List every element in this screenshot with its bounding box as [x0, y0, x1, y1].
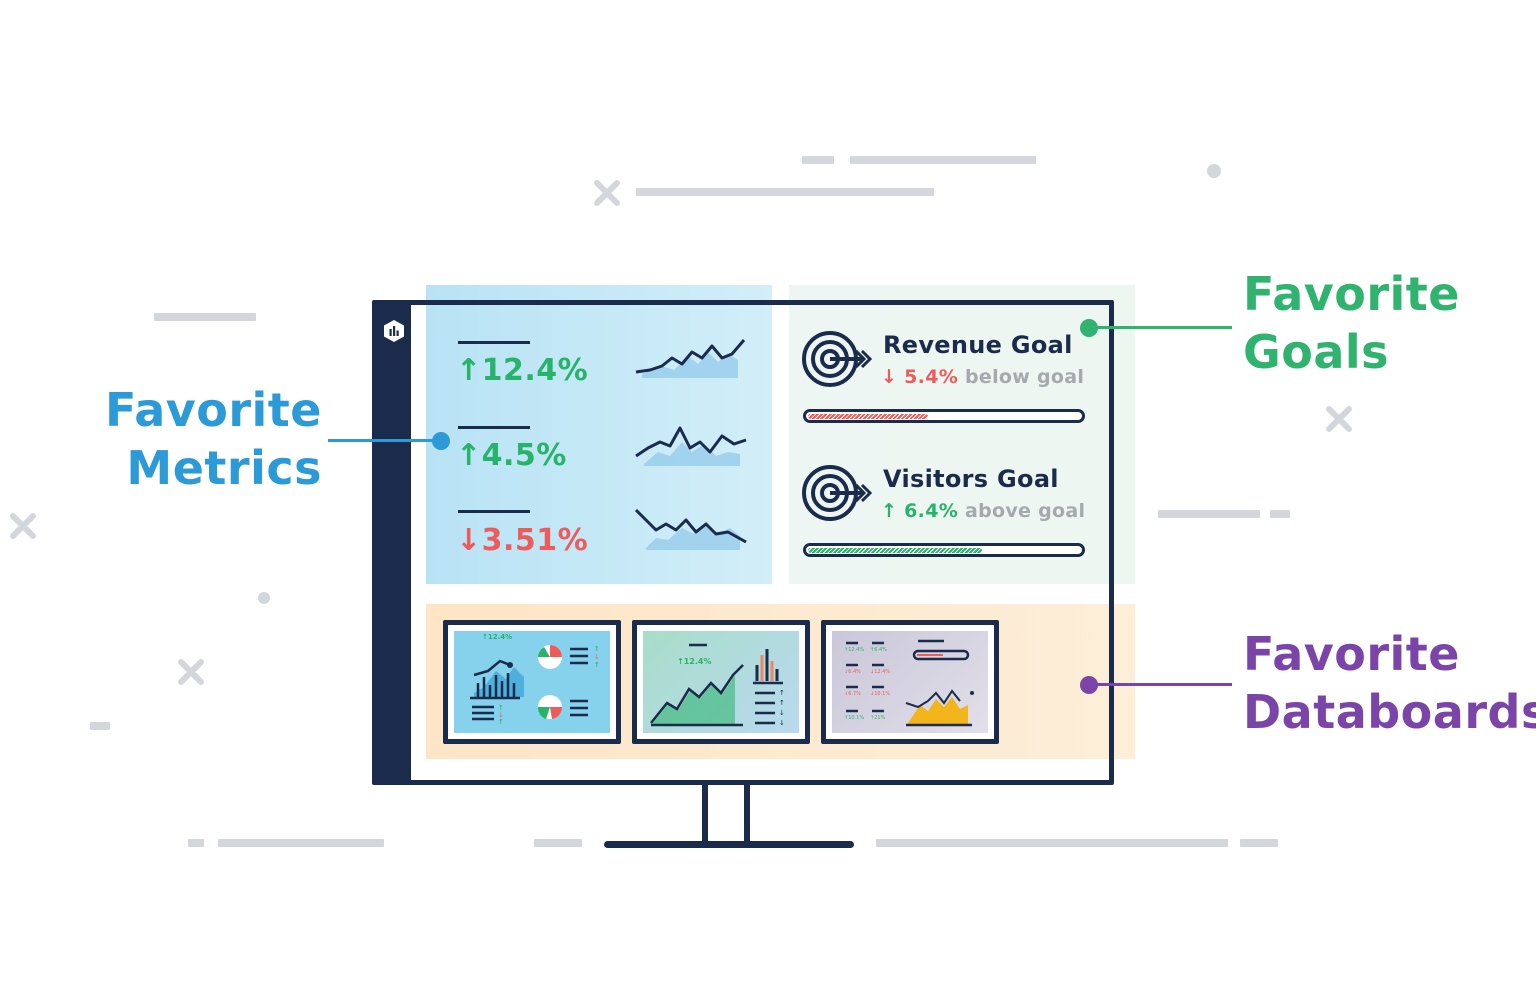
sparkline-chart	[634, 508, 747, 550]
metrics-leader-dot	[432, 432, 450, 450]
decor-dash	[1270, 510, 1290, 518]
decor-dash	[154, 313, 256, 321]
thumb-label: ↑10.1%	[844, 715, 864, 721]
svg-text:↓: ↓	[779, 719, 785, 727]
decor-dot	[258, 592, 270, 604]
decor-dash	[1240, 839, 1278, 847]
databoards-leader-dot	[1080, 676, 1098, 694]
up-arrow-icon: ↑	[456, 438, 482, 473]
favorite-metrics-label: Favorite Metrics	[105, 383, 322, 495]
svg-text:↑: ↑	[594, 645, 600, 653]
goals-leader-line	[1092, 326, 1232, 329]
svg-text:↓: ↓	[779, 709, 785, 717]
svg-text:↑: ↑	[498, 704, 504, 712]
thumb-label: ↑12.4%	[844, 647, 864, 653]
metric-value: ↑4.5%	[456, 438, 567, 473]
favorite-goals-label: Favorite Goals	[1243, 267, 1460, 379]
x-mark-icon	[594, 180, 620, 206]
metrics-leader-line	[328, 439, 440, 442]
metric-name-placeholder	[458, 341, 530, 344]
svg-text:↑: ↑	[498, 718, 504, 726]
sparkline-chart	[635, 426, 747, 466]
databoard-thumbnail[interactable]: ↑12.4% ↑ ↑ ↓ ↓	[632, 620, 810, 744]
databoard-thumbnail[interactable]: ↑12.4% ↑↓↑ ↑↓↑	[443, 620, 621, 744]
thumb-label: ↓12.4%	[870, 669, 890, 675]
metric-name-placeholder	[458, 426, 530, 429]
svg-text:↑: ↑	[779, 699, 785, 707]
monitor-stand-neck	[702, 785, 750, 845]
svg-text:↑: ↑	[594, 661, 600, 669]
databoard-thumbnail[interactable]: ↑12.4% ↑6.4% ↓6.4% ↓12.4% ↓6.7% ↓10.1% ↑…	[821, 620, 999, 744]
decor-dash	[188, 839, 204, 847]
goal-progress-fill	[808, 414, 928, 419]
x-mark-icon	[178, 659, 204, 685]
decor-dash	[802, 156, 834, 164]
decor-dash	[850, 156, 1036, 164]
up-arrow-icon: ↑	[881, 500, 898, 522]
x-mark-icon	[10, 513, 36, 539]
decor-dash	[1158, 510, 1260, 518]
down-arrow-icon: ↓	[456, 523, 482, 558]
down-arrow-icon: ↓	[881, 366, 898, 388]
thumb-chart: ↑ ↑ ↓ ↓	[650, 643, 785, 727]
thumb-label: ↓10.1%	[870, 691, 890, 697]
goal-status: ↑ 6.4% above goal	[881, 500, 1085, 522]
decor-dash	[534, 839, 582, 847]
decor-dash	[636, 188, 934, 196]
thumb-label: ↑12.4%	[482, 633, 513, 641]
decor-dash	[218, 839, 384, 847]
goal-progress-bar	[803, 543, 1085, 557]
goal-percent: 5.4%	[904, 366, 959, 388]
databoards-leader-line	[1092, 683, 1232, 686]
thumb-label: ↑21%	[870, 715, 886, 721]
target-icon	[802, 465, 872, 521]
goal-title: Visitors Goal	[883, 465, 1059, 493]
thumb-label: ↓6.4%	[844, 669, 861, 675]
svg-text:↓: ↓	[498, 711, 504, 719]
goal-percent: 6.4%	[904, 500, 959, 522]
decor-dot	[1207, 164, 1221, 178]
x-mark-icon	[1326, 406, 1352, 432]
goals-panel	[789, 285, 1135, 584]
monitor-frame	[372, 300, 1114, 785]
metric-value: ↑12.4%	[456, 353, 589, 388]
goal-status: ↓ 5.4% below goal	[881, 366, 1084, 388]
up-arrow-icon: ↑	[456, 353, 482, 388]
databoard-preview: ↑12.4% ↑6.4% ↓6.4% ↓12.4% ↓6.7% ↓10.1% ↑…	[832, 631, 988, 733]
thumb-label: ↑6.4%	[870, 647, 887, 653]
decor-dash	[876, 839, 1228, 847]
metric-name-placeholder	[458, 510, 530, 513]
app-logo-icon	[384, 320, 404, 342]
goal-progress-fill	[808, 548, 982, 553]
goal-status-text: below goal	[964, 366, 1085, 388]
thumb-chart: ↑12.4% ↑6.4% ↓6.4% ↓12.4% ↓6.7% ↓10.1% ↑…	[844, 639, 974, 727]
databoard-preview: ↑12.4% ↑↓↑ ↑↓↑	[454, 631, 610, 733]
sparkline-chart	[635, 339, 746, 378]
favorite-databoards-label: Favorite Databoards	[1243, 627, 1536, 739]
decor-dash	[90, 722, 110, 730]
thumb-label: ↓6.7%	[844, 691, 861, 697]
goal-progress-bar	[803, 409, 1085, 423]
target-icon	[802, 331, 872, 387]
thumb-chart: ↑↓↑ ↑↓↑	[470, 645, 600, 726]
goal-status-text: above goal	[964, 500, 1086, 522]
svg-text:↓: ↓	[594, 653, 600, 661]
thumb-label: ↑12.4%	[677, 657, 712, 666]
svg-text:↑: ↑	[779, 689, 785, 697]
metric-value: ↓3.51%	[456, 523, 589, 558]
goal-title: Revenue Goal	[883, 331, 1073, 359]
goals-leader-dot	[1080, 319, 1098, 337]
monitor-sidebar	[377, 305, 411, 780]
databoard-preview: ↑12.4% ↑ ↑ ↓ ↓	[643, 631, 799, 733]
monitor-stand-foot	[604, 841, 854, 848]
